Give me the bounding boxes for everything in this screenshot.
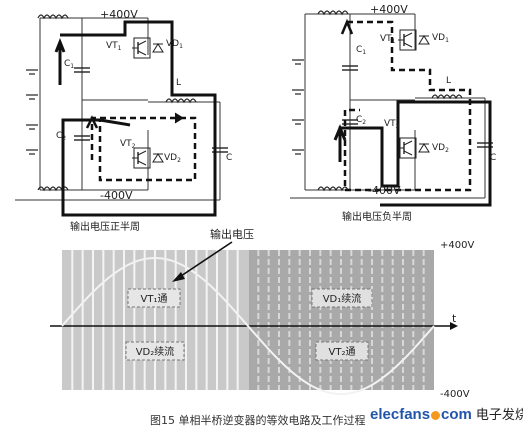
freewheel-path-dashed <box>90 116 197 182</box>
igbt-vt2 <box>131 147 151 169</box>
diode-vd1 <box>418 35 430 45</box>
battery-cell <box>291 59 305 65</box>
vmin-label: -400V <box>440 389 470 400</box>
svg-text:VD₂续流: VD₂续流 <box>136 345 175 358</box>
label-c1: C1 <box>356 45 366 56</box>
label-vt2: VT2 <box>384 119 400 130</box>
logo-text: elecfans <box>370 406 431 423</box>
left-voltage-bottom: -400V <box>100 189 133 202</box>
site-logo: elecfans com电子发烧友 <box>370 404 523 423</box>
time-axis-arrow <box>450 322 458 330</box>
left-voltage-top: +400V <box>100 8 138 21</box>
time-axis-label: t <box>452 312 457 325</box>
state-box-vt1-on: VT₁通 <box>127 288 181 308</box>
battery-cell <box>291 119 305 125</box>
state-box-vd2-freewheel: VD₂续流 <box>125 341 185 361</box>
svg-text:VT₁通: VT₁通 <box>141 293 168 305</box>
left-circuit-caption: 输出电压正半周 <box>70 220 140 233</box>
freewheel-arrow <box>85 115 99 129</box>
battery-cell <box>25 69 39 75</box>
battery-cell <box>25 124 39 130</box>
pwm-stripes-left <box>71 250 239 390</box>
battery-cell <box>291 89 305 95</box>
label-l: L <box>176 78 181 88</box>
current-path-solid <box>60 20 217 217</box>
diode-vd2 <box>152 153 164 163</box>
label-vt1: VT1 <box>380 34 396 45</box>
battery-cell <box>291 149 305 155</box>
freewheel-arrow <box>340 18 354 35</box>
label-l: L <box>446 76 451 86</box>
state-box-vt2-on: VT₂通 <box>315 341 369 361</box>
svg-text:VT₂通: VT₂通 <box>329 346 356 358</box>
diode-vd2 <box>418 143 430 153</box>
circuit-negative-half: +400V -400V VT1 VD1 C1 C2 VT2 VD2 L C 输出… <box>290 3 496 223</box>
battery-cell <box>25 94 39 100</box>
logo-domain: com <box>441 406 472 423</box>
label-vt1: VT1 <box>106 41 122 52</box>
label-c: C <box>226 153 232 163</box>
right-circuit-caption: 输出电压负半周 <box>342 210 412 223</box>
left-wiring <box>15 17 221 201</box>
label-vd2: VD2 <box>432 143 449 154</box>
annotation-arrow <box>177 241 233 279</box>
label-c1: C1 <box>64 59 74 70</box>
logo-dot-icon <box>431 410 441 420</box>
right-voltage-top: +400V <box>370 3 408 16</box>
current-arrow <box>54 37 66 85</box>
battery-cell <box>25 149 39 155</box>
right-voltage-bottom: -400V <box>368 184 401 197</box>
label-c: C <box>490 153 496 163</box>
circuit-positive-half: +400V -400V VT1 VD1 C1 C2 VT2 VD2 L C 输出… <box>15 8 232 233</box>
freewheel-path-dashed <box>343 20 472 192</box>
diode-vd1 <box>152 43 164 53</box>
right-wiring <box>290 13 486 199</box>
logo-chinese: 电子发烧友 <box>475 408 523 423</box>
label-vt2: VT2 <box>120 139 136 150</box>
current-arrow <box>333 124 347 141</box>
output-voltage-sine <box>61 256 435 396</box>
output-voltage-annotation: 输出电压 <box>210 227 254 241</box>
pwm-stripes-right <box>257 250 425 390</box>
svg-text:VD₁续流: VD₁续流 <box>323 292 362 305</box>
waveform-diagram: t 输出电压 +400V -400V VT₁通 VD₂续流 VD₁续流 VT₂通 <box>50 227 474 400</box>
state-box-vd1-freewheel: VD₁续流 <box>311 288 373 308</box>
igbt-vt1 <box>397 29 417 51</box>
igbt-vt2 <box>397 137 417 159</box>
label-vd2: VD2 <box>164 153 181 164</box>
figure-caption: 图15 单相半桥逆变器的等效电路及工作过程 <box>150 414 366 427</box>
vmax-label: +400V <box>440 240 474 251</box>
label-c2: C2 <box>356 115 366 126</box>
current-path-solid <box>338 100 492 207</box>
label-c2: C2 <box>56 131 66 142</box>
label-vd1: VD1 <box>432 33 449 44</box>
label-vd1: VD1 <box>166 39 183 50</box>
igbt-vt1 <box>131 37 151 59</box>
